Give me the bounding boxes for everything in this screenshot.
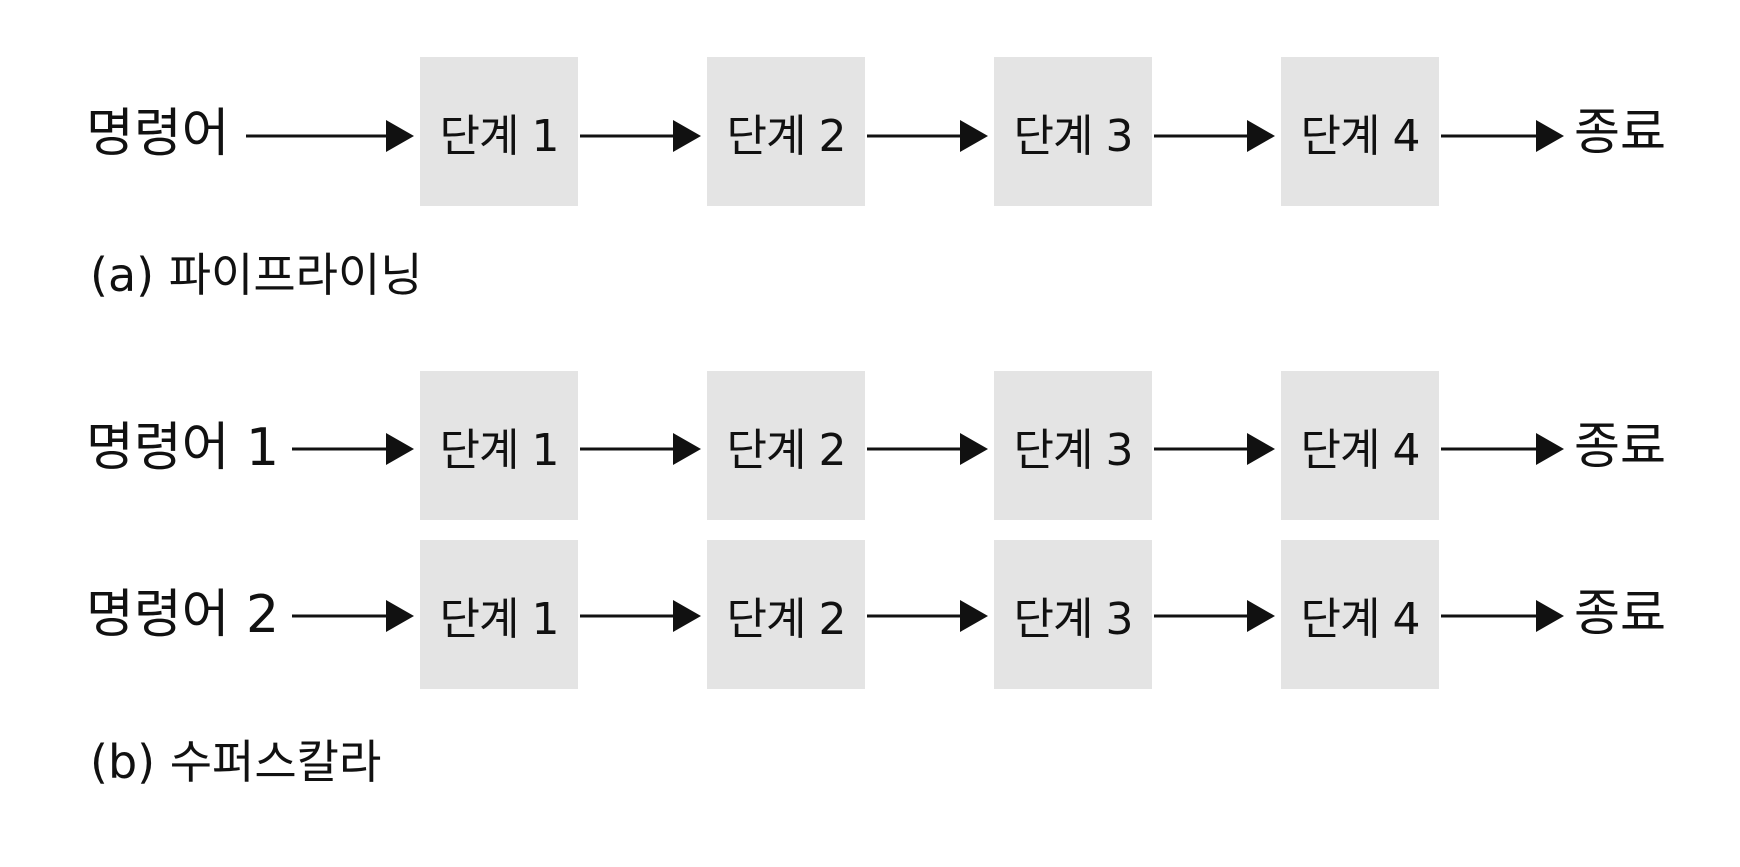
arrow-icon	[580, 433, 701, 465]
arrow-icon	[292, 600, 414, 632]
stage-box: 단계 4	[1281, 540, 1439, 689]
stage-box: 단계 3	[994, 540, 1152, 689]
stage-box: 단계 2	[707, 540, 865, 689]
end-label: 종료	[1574, 103, 1666, 161]
arrow-icon	[867, 600, 988, 632]
arrow-icon	[1154, 433, 1275, 465]
arrow-icon	[1154, 120, 1275, 152]
stage-box: 단계 1	[420, 540, 578, 689]
stage-box: 단계 2	[707, 371, 865, 520]
instruction-label: 명령어 2	[86, 585, 280, 645]
stage-box: 단계 4	[1281, 371, 1439, 520]
arrow-icon	[292, 433, 414, 465]
instruction-label: 명령어 1	[86, 418, 280, 478]
arrow-icon	[867, 120, 988, 152]
end-label: 종료	[1574, 417, 1666, 475]
arrow-icon	[1154, 600, 1275, 632]
arrow-icon	[246, 120, 414, 152]
arrow-icon	[1441, 433, 1564, 465]
stage-box: 단계 4	[1281, 57, 1439, 206]
end-label: 종료	[1574, 584, 1666, 642]
arrow-icon	[580, 600, 701, 632]
instruction-label: 명령어	[86, 104, 230, 164]
stage-box: 단계 1	[420, 371, 578, 520]
stage-box: 단계 3	[994, 57, 1152, 206]
arrow-icon	[1441, 120, 1564, 152]
arrow-icon	[1441, 600, 1564, 632]
caption-pipelining: (a) 파이프라이닝	[90, 248, 423, 302]
arrow-icon	[580, 120, 701, 152]
arrow-icon	[867, 433, 988, 465]
stage-box: 단계 3	[994, 371, 1152, 520]
stage-box: 단계 2	[707, 57, 865, 206]
caption-superscalar: (b) 수퍼스칼라	[90, 735, 382, 789]
stage-box: 단계 1	[420, 57, 578, 206]
